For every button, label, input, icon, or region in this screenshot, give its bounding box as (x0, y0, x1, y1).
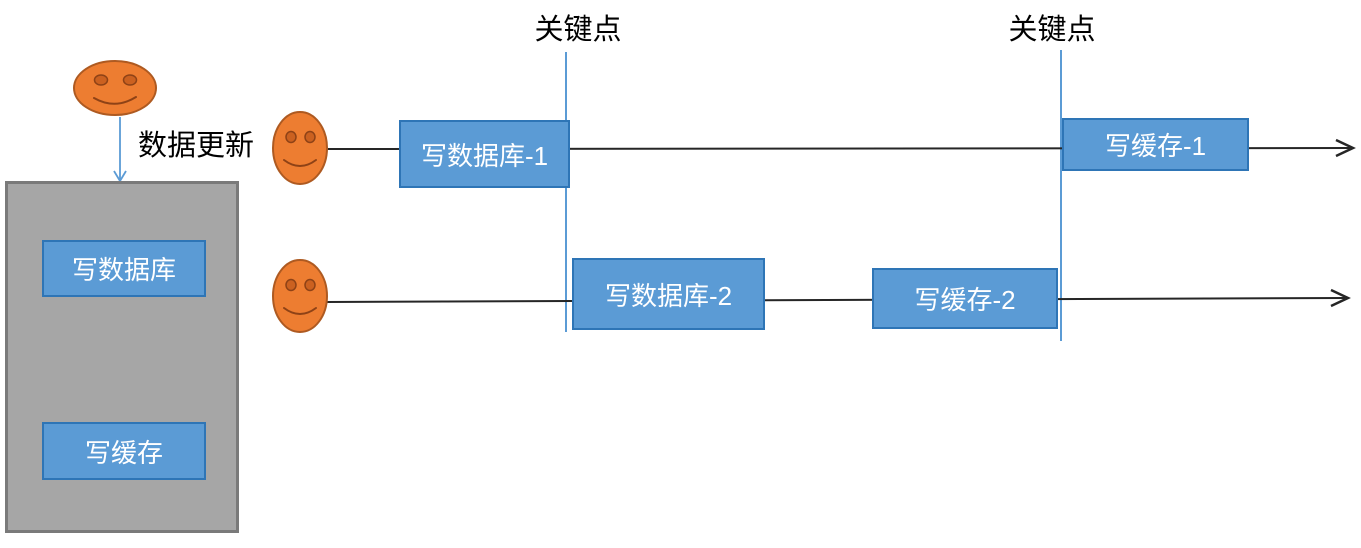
panel-box-write-cache: 写缓存 (42, 422, 206, 480)
timeline-1-box-write-cache-1: 写缓存-1 (1062, 118, 1249, 171)
data-update-arrow (113, 117, 127, 183)
actor-face-timeline-1-icon (272, 111, 328, 185)
data-update-label: 数据更新 (138, 130, 255, 162)
timeline-1-box-write-db-1: 写数据库-1 (399, 120, 570, 188)
system-panel (5, 181, 239, 533)
key-point-label-1: 关键点 (534, 14, 622, 46)
timeline-1-arrowhead-icon (1335, 138, 1356, 158)
timeline-2-line (326, 297, 1346, 303)
timeline-2-arrowhead-icon (1330, 288, 1351, 308)
actor-face-top-icon (73, 60, 157, 116)
timeline-2-box-write-db-2: 写数据库-2 (572, 258, 765, 330)
panel-box-write-db: 写数据库 (42, 240, 206, 297)
timeline-2-box-write-cache-2: 写缓存-2 (872, 268, 1058, 329)
key-point-label-2: 关键点 (1008, 14, 1096, 46)
actor-face-timeline-2-icon (272, 259, 328, 333)
